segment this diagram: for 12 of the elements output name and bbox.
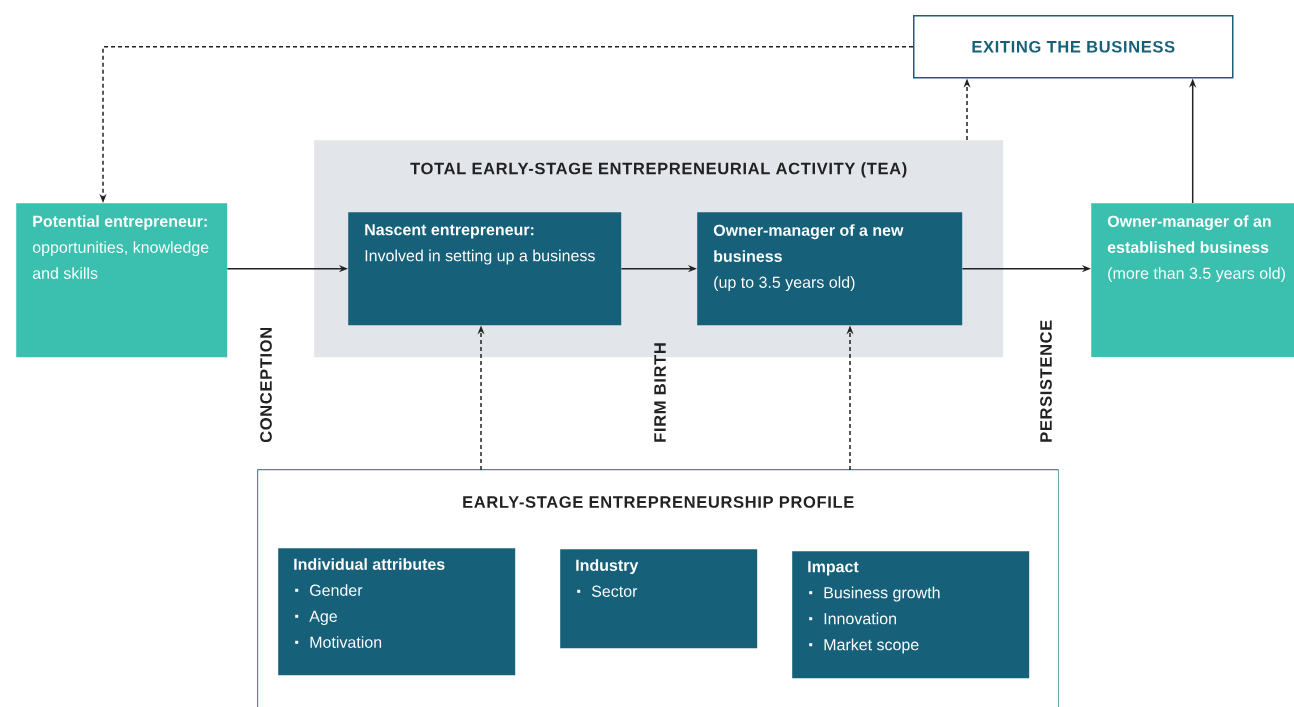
attribute-box: Industry Sector [560, 549, 758, 649]
stage-label: FIRM BIRTH [654, 343, 666, 442]
stage-box: Owner-manager of a new business (up to 3.5 years old) [697, 212, 963, 326]
stage-label: CONCEPTION [260, 328, 272, 443]
node-label: EARLY-STAGE ENTREPRENEURSHIP PROFILE [463, 496, 854, 508]
attribute-box: Impact Business growth Innovation Market scope [792, 551, 1030, 679]
stage-box: Nascent entrepreneur: Involved in setting up a business [348, 212, 622, 326]
attribute-box: Individual attributes Gender Age Motivation [278, 548, 516, 676]
entrepreneur-box: Owner-manager of an established business (more than 3.5 years old) [1091, 203, 1294, 358]
stage-label: PERSISTENCE [1040, 320, 1052, 442]
exit-box: EXITING THE BUSINESS [913, 15, 1234, 79]
entrepreneur-box: Potential entrepreneur: opportunities, knowledge and skills [16, 203, 228, 358]
